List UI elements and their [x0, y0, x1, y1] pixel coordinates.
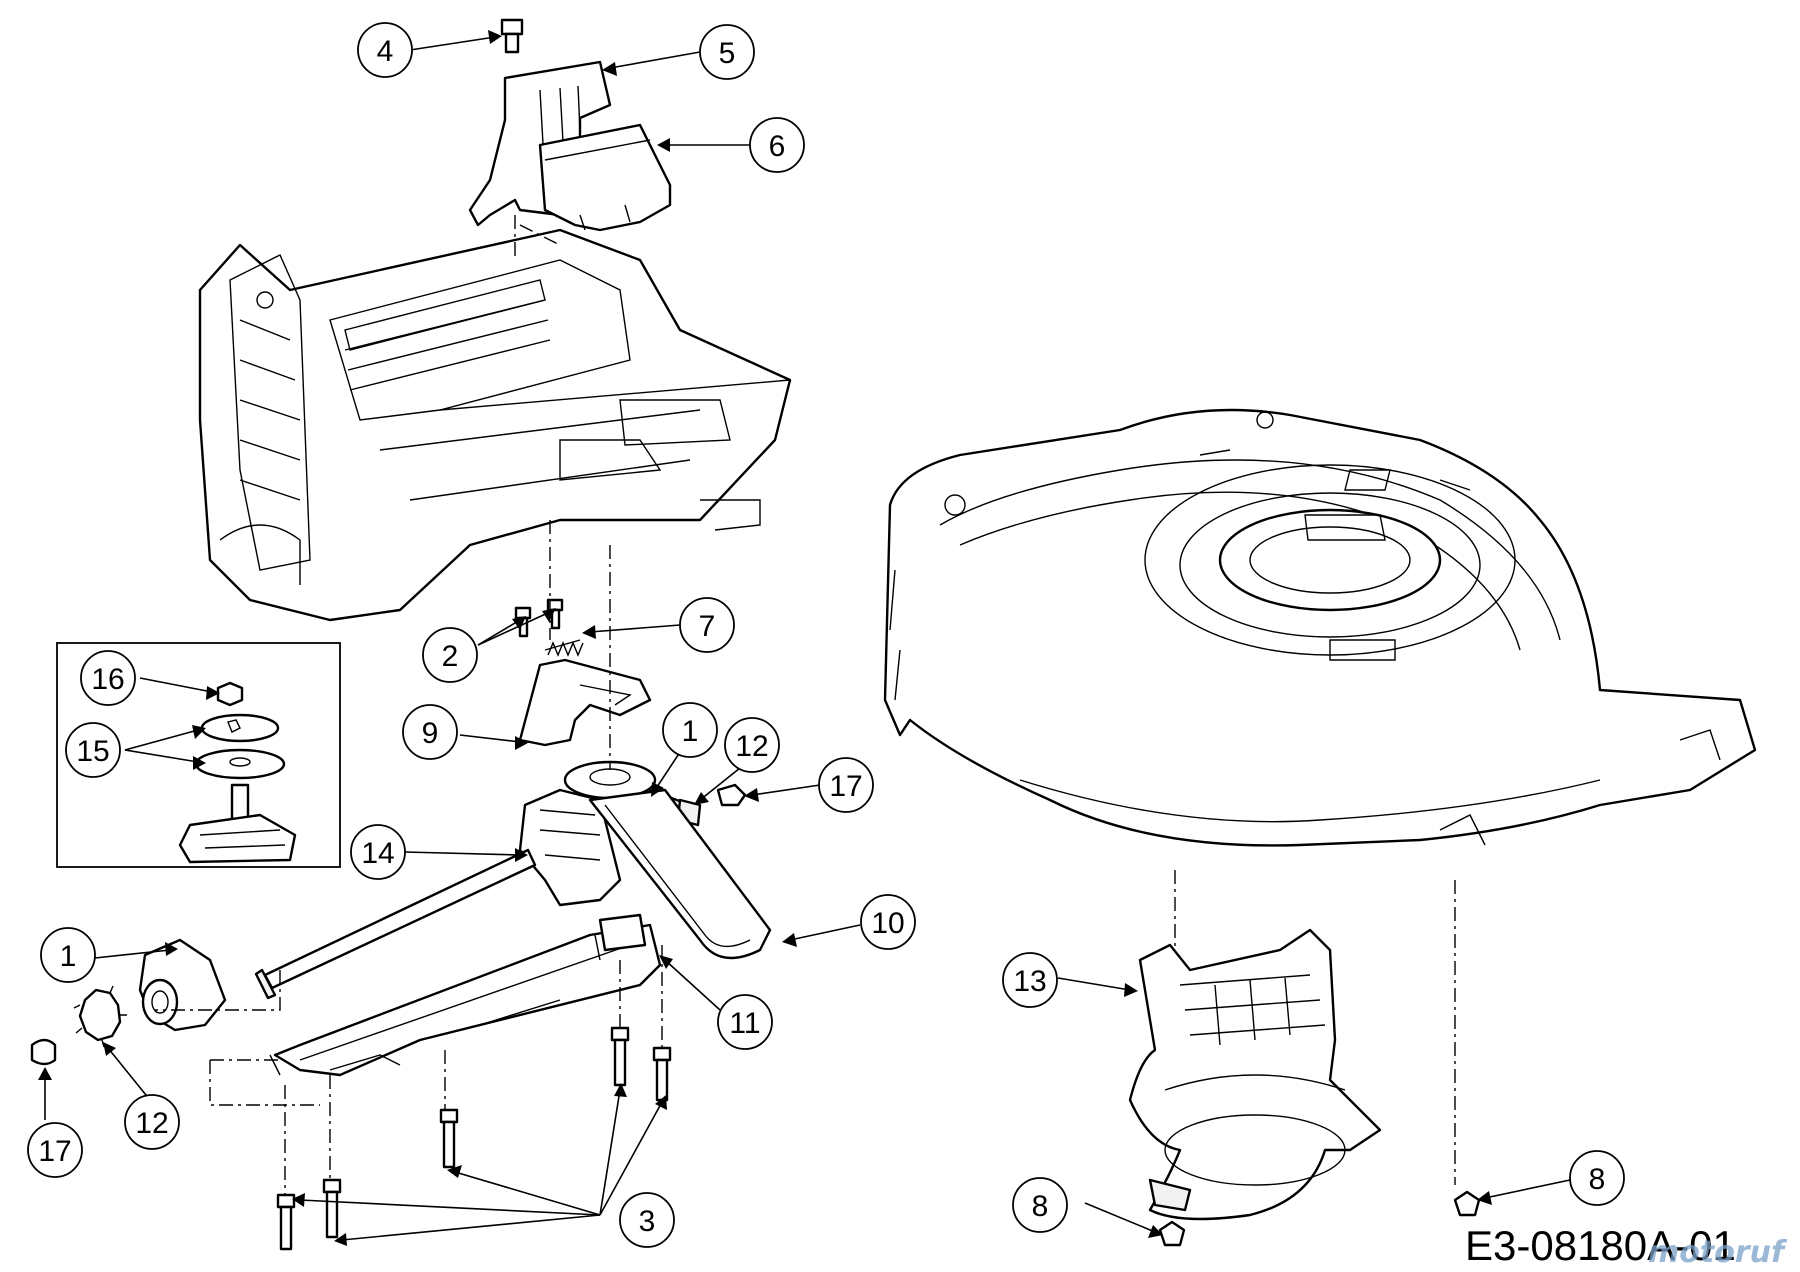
svg-text:15: 15: [76, 735, 109, 768]
callout-7: 7: [679, 597, 735, 653]
svg-text:8: 8: [1589, 1163, 1606, 1196]
svg-text:11: 11: [729, 1007, 760, 1040]
svg-text:4: 4: [377, 35, 394, 68]
callout-12-top: 12: [724, 717, 780, 773]
svg-text:17: 17: [829, 770, 862, 803]
watermark: motoruf: [1648, 1235, 1788, 1270]
callout-16: 16: [80, 650, 136, 706]
callout-5: 5: [699, 24, 755, 80]
callout-11: 11: [717, 994, 773, 1050]
chute: [1128, 928, 1382, 1221]
callout-1-left: 1: [40, 927, 96, 983]
mount-bolts: [276, 598, 1481, 1251]
svg-text:8: 8: [1032, 1190, 1049, 1223]
svg-text:1: 1: [682, 715, 699, 748]
svg-text:2: 2: [442, 640, 459, 673]
callout-3: 3: [619, 1192, 675, 1248]
drive-belt: [588, 788, 772, 960]
callout-2: 2: [422, 627, 478, 683]
callout-14: 14: [350, 824, 406, 880]
leader-lines: [38, 30, 1571, 1246]
axle: [254, 848, 537, 1000]
spring: [544, 639, 584, 657]
callout-17-bottom: 17: [27, 1122, 83, 1178]
bolt: [500, 18, 524, 54]
callout-12-bottom: 12: [124, 1094, 180, 1150]
flap-cover: [538, 123, 672, 232]
mounting-bracket: [269, 913, 662, 1077]
pinion-gear: [73, 985, 127, 1048]
svg-text:1: 1: [60, 940, 77, 973]
svg-text:17: 17: [38, 1135, 71, 1168]
svg-text:13: 13: [1013, 965, 1046, 998]
drawing-code: E3-08180A-01: [1465, 1222, 1736, 1269]
callout-4: 4: [357, 22, 413, 78]
callout-9: 9: [402, 704, 458, 760]
svg-text:7: 7: [699, 610, 716, 643]
svg-text:10: 10: [871, 907, 904, 940]
svg-text:12: 12: [135, 1107, 168, 1140]
callout-6: 6: [749, 117, 805, 173]
callout-8-right: 8: [1569, 1150, 1625, 1206]
fastener-nut: [716, 783, 747, 807]
svg-text:6: 6: [769, 130, 786, 163]
callout-15: 15: [65, 722, 121, 778]
callout-17-right: 17: [818, 757, 874, 813]
shift-lever: [518, 658, 652, 747]
mower-deck: [883, 408, 1757, 847]
cap: [30, 1038, 57, 1066]
svg-text:14: 14: [361, 837, 394, 870]
svg-text:3: 3: [639, 1205, 656, 1238]
bearing-housing: [138, 938, 227, 1032]
svg-text:16: 16: [91, 663, 124, 696]
callout-8-left: 8: [1012, 1177, 1068, 1233]
callout-1-top: 1: [662, 702, 718, 758]
svg-text:9: 9: [422, 717, 439, 750]
rear-housing: [198, 228, 792, 622]
svg-text:5: 5: [719, 37, 736, 70]
callout-10: 10: [860, 894, 916, 950]
svg-text:12: 12: [735, 730, 768, 763]
callout-13: 13: [1002, 952, 1058, 1008]
